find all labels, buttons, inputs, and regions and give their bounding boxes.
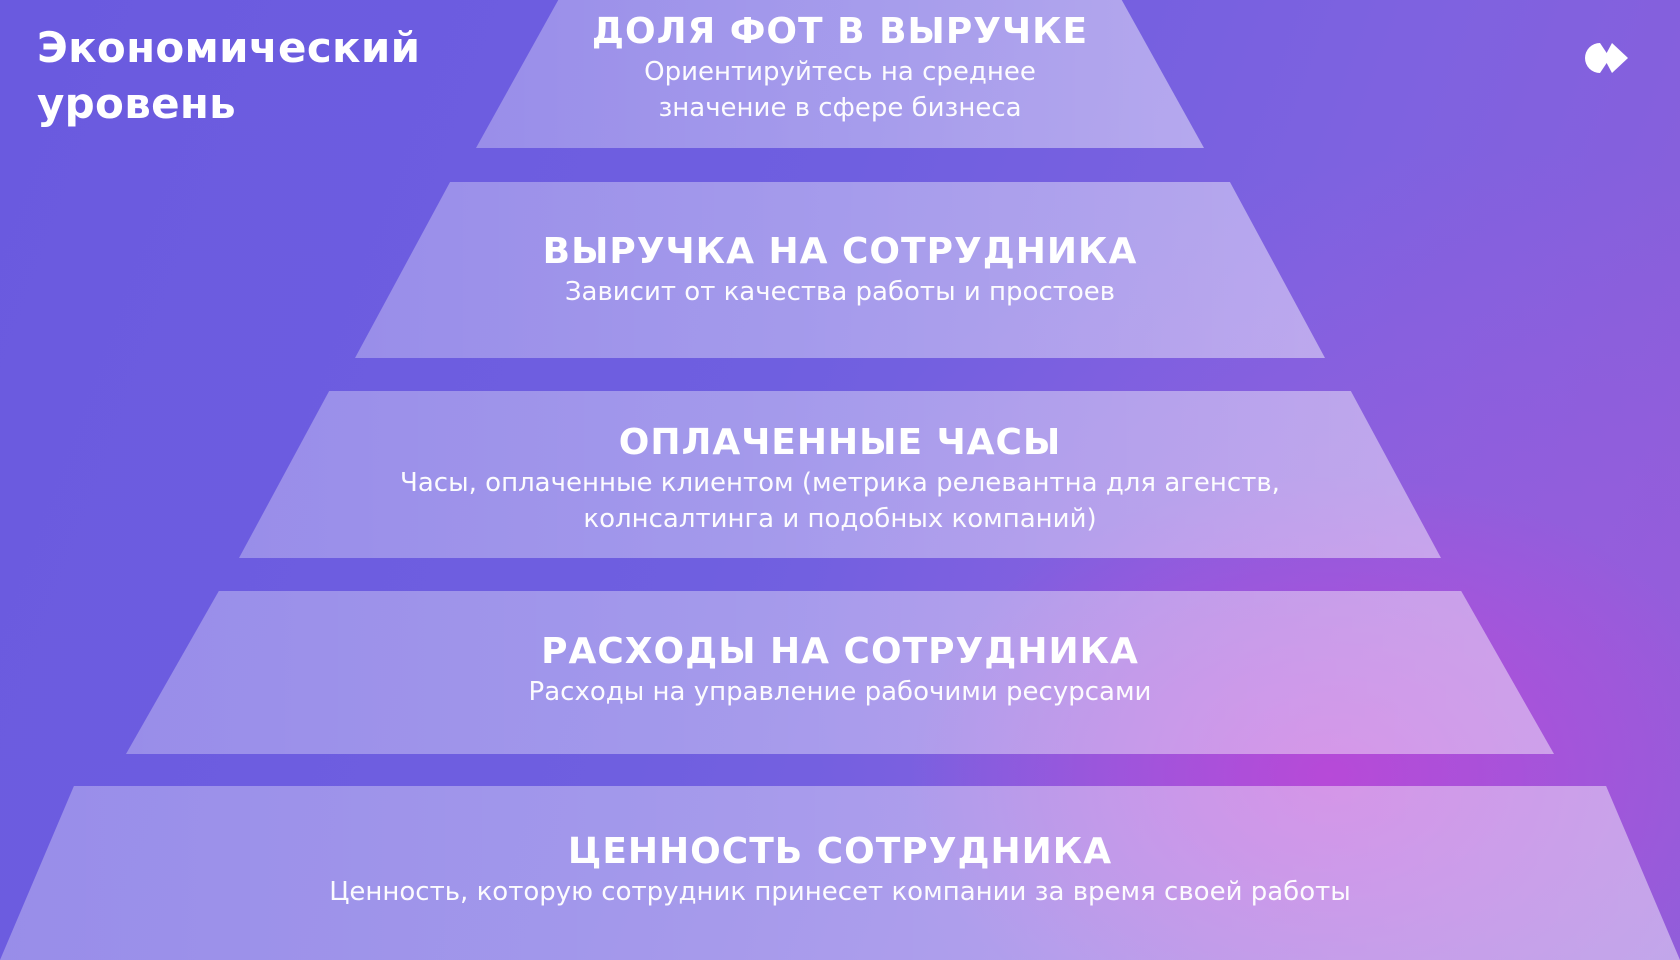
- tier-heading: ОПЛАЧЕННЫЕ ЧАСЫ: [618, 422, 1062, 463]
- tier-description-line: Часы, оплаченные клиентом (метрика релев…: [400, 468, 1280, 498]
- brand-logo-icon: [1580, 40, 1636, 76]
- tier-heading: РАСХОДЫ НА СОТРУДНИКА: [541, 631, 1139, 672]
- pyramid-tier-1-shape: [476, 0, 1204, 148]
- tier-description-line: Ценность, которую сотрудник принесет ком…: [329, 877, 1351, 907]
- pyramid-tier-3-shape: [239, 391, 1441, 558]
- page-title: Экономический уровень: [37, 23, 421, 128]
- pyramid-tier-1: ДОЛЯ ФОТ В ВЫРУЧКЕ Ориентируйтесь на сре…: [0, 10, 1680, 126]
- pyramid-tier-5-shape: [0, 786, 1680, 960]
- tier-description-line: Ориентируйтесь на среднее: [644, 57, 1036, 87]
- tier-heading: ДОЛЯ ФОТ В ВЫРУЧКЕ: [591, 11, 1089, 52]
- tier-heading: ЦЕННОСТЬ СОТРУДНИКА: [567, 831, 1113, 872]
- pyramid-tier-5: ЦЕННОСТЬ СОТРУДНИКА Ценность, которую со…: [0, 830, 1680, 910]
- tier-description-line: Зависит от качества работы и простоев: [564, 277, 1116, 307]
- tier-heading: ВЫРУЧКА НА СОТРУДНИКА: [542, 231, 1138, 272]
- tier-description-line: колнсалтинга и подобных компаний): [583, 504, 1097, 534]
- pyramid-tier-2-shape: [355, 182, 1325, 358]
- pyramid-tier-4: РАСХОДЫ НА СОТРУДНИКА Расходы на управле…: [0, 630, 1680, 710]
- tier-description-line: Расходы на управление рабочими ресурсами: [528, 677, 1152, 707]
- tier-description-line: значение в сфере бизнеса: [658, 93, 1022, 123]
- pyramid-tier-2: ВЫРУЧКА НА СОТРУДНИКА Зависит от качеств…: [0, 230, 1680, 310]
- pyramid-tier-3: ОПЛАЧЕННЫЕ ЧАСЫ Часы, оплаченные клиенто…: [0, 421, 1680, 537]
- pyramid-tier-4-shape: [126, 591, 1554, 754]
